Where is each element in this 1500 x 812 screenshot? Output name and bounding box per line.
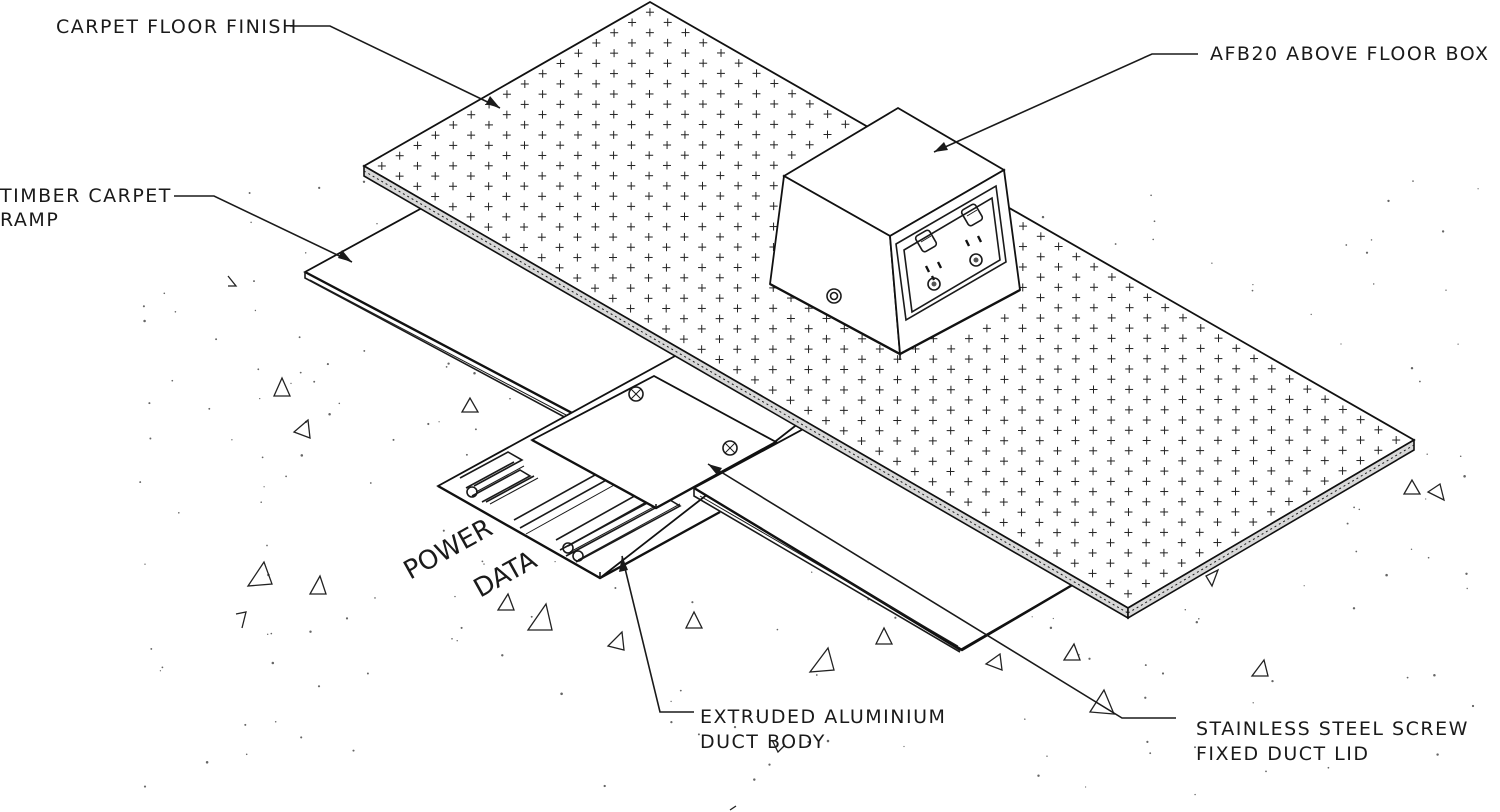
switch-icon <box>960 203 984 227</box>
carpet-cross-pattern <box>377 8 1401 598</box>
label-timber-carpet-ramp-line2: RAMP <box>0 209 59 231</box>
label-carpet-floor-finish: CARPET FLOOR FINISH <box>56 16 298 38</box>
label-timber-carpet-ramp-line1: TIMBER CARPET <box>0 185 172 207</box>
label-duct-lid-line1: STAINLESS STEEL SCREW <box>1196 718 1469 740</box>
label-duct-lid-line2: FIXED DUCT LID <box>1196 743 1370 765</box>
socket-outlet-icon <box>924 261 943 291</box>
switch-icon <box>914 229 938 253</box>
lid-screw-icon <box>722 440 738 456</box>
afb20-floor-box <box>769 106 1021 360</box>
label-duct-body-line1: EXTRUDED ALUMINIUM <box>700 706 946 728</box>
power-outlet-faceplate <box>895 184 1007 322</box>
label-data-channel: DATA <box>469 545 542 604</box>
stainless-steel-duct-lid <box>530 374 778 510</box>
box-fixing-screw-icon <box>826 288 842 304</box>
label-afb20-above-floor-box: AFB20 ABOVE FLOOR BOX <box>1210 43 1489 65</box>
lid-screw-icon <box>628 386 644 402</box>
concrete-aggregate-marks <box>227 275 1445 811</box>
socket-outlet-icon <box>964 235 983 267</box>
leader-lines <box>174 25 1198 719</box>
label-duct-body-line2: DUCT BODY <box>700 731 826 753</box>
